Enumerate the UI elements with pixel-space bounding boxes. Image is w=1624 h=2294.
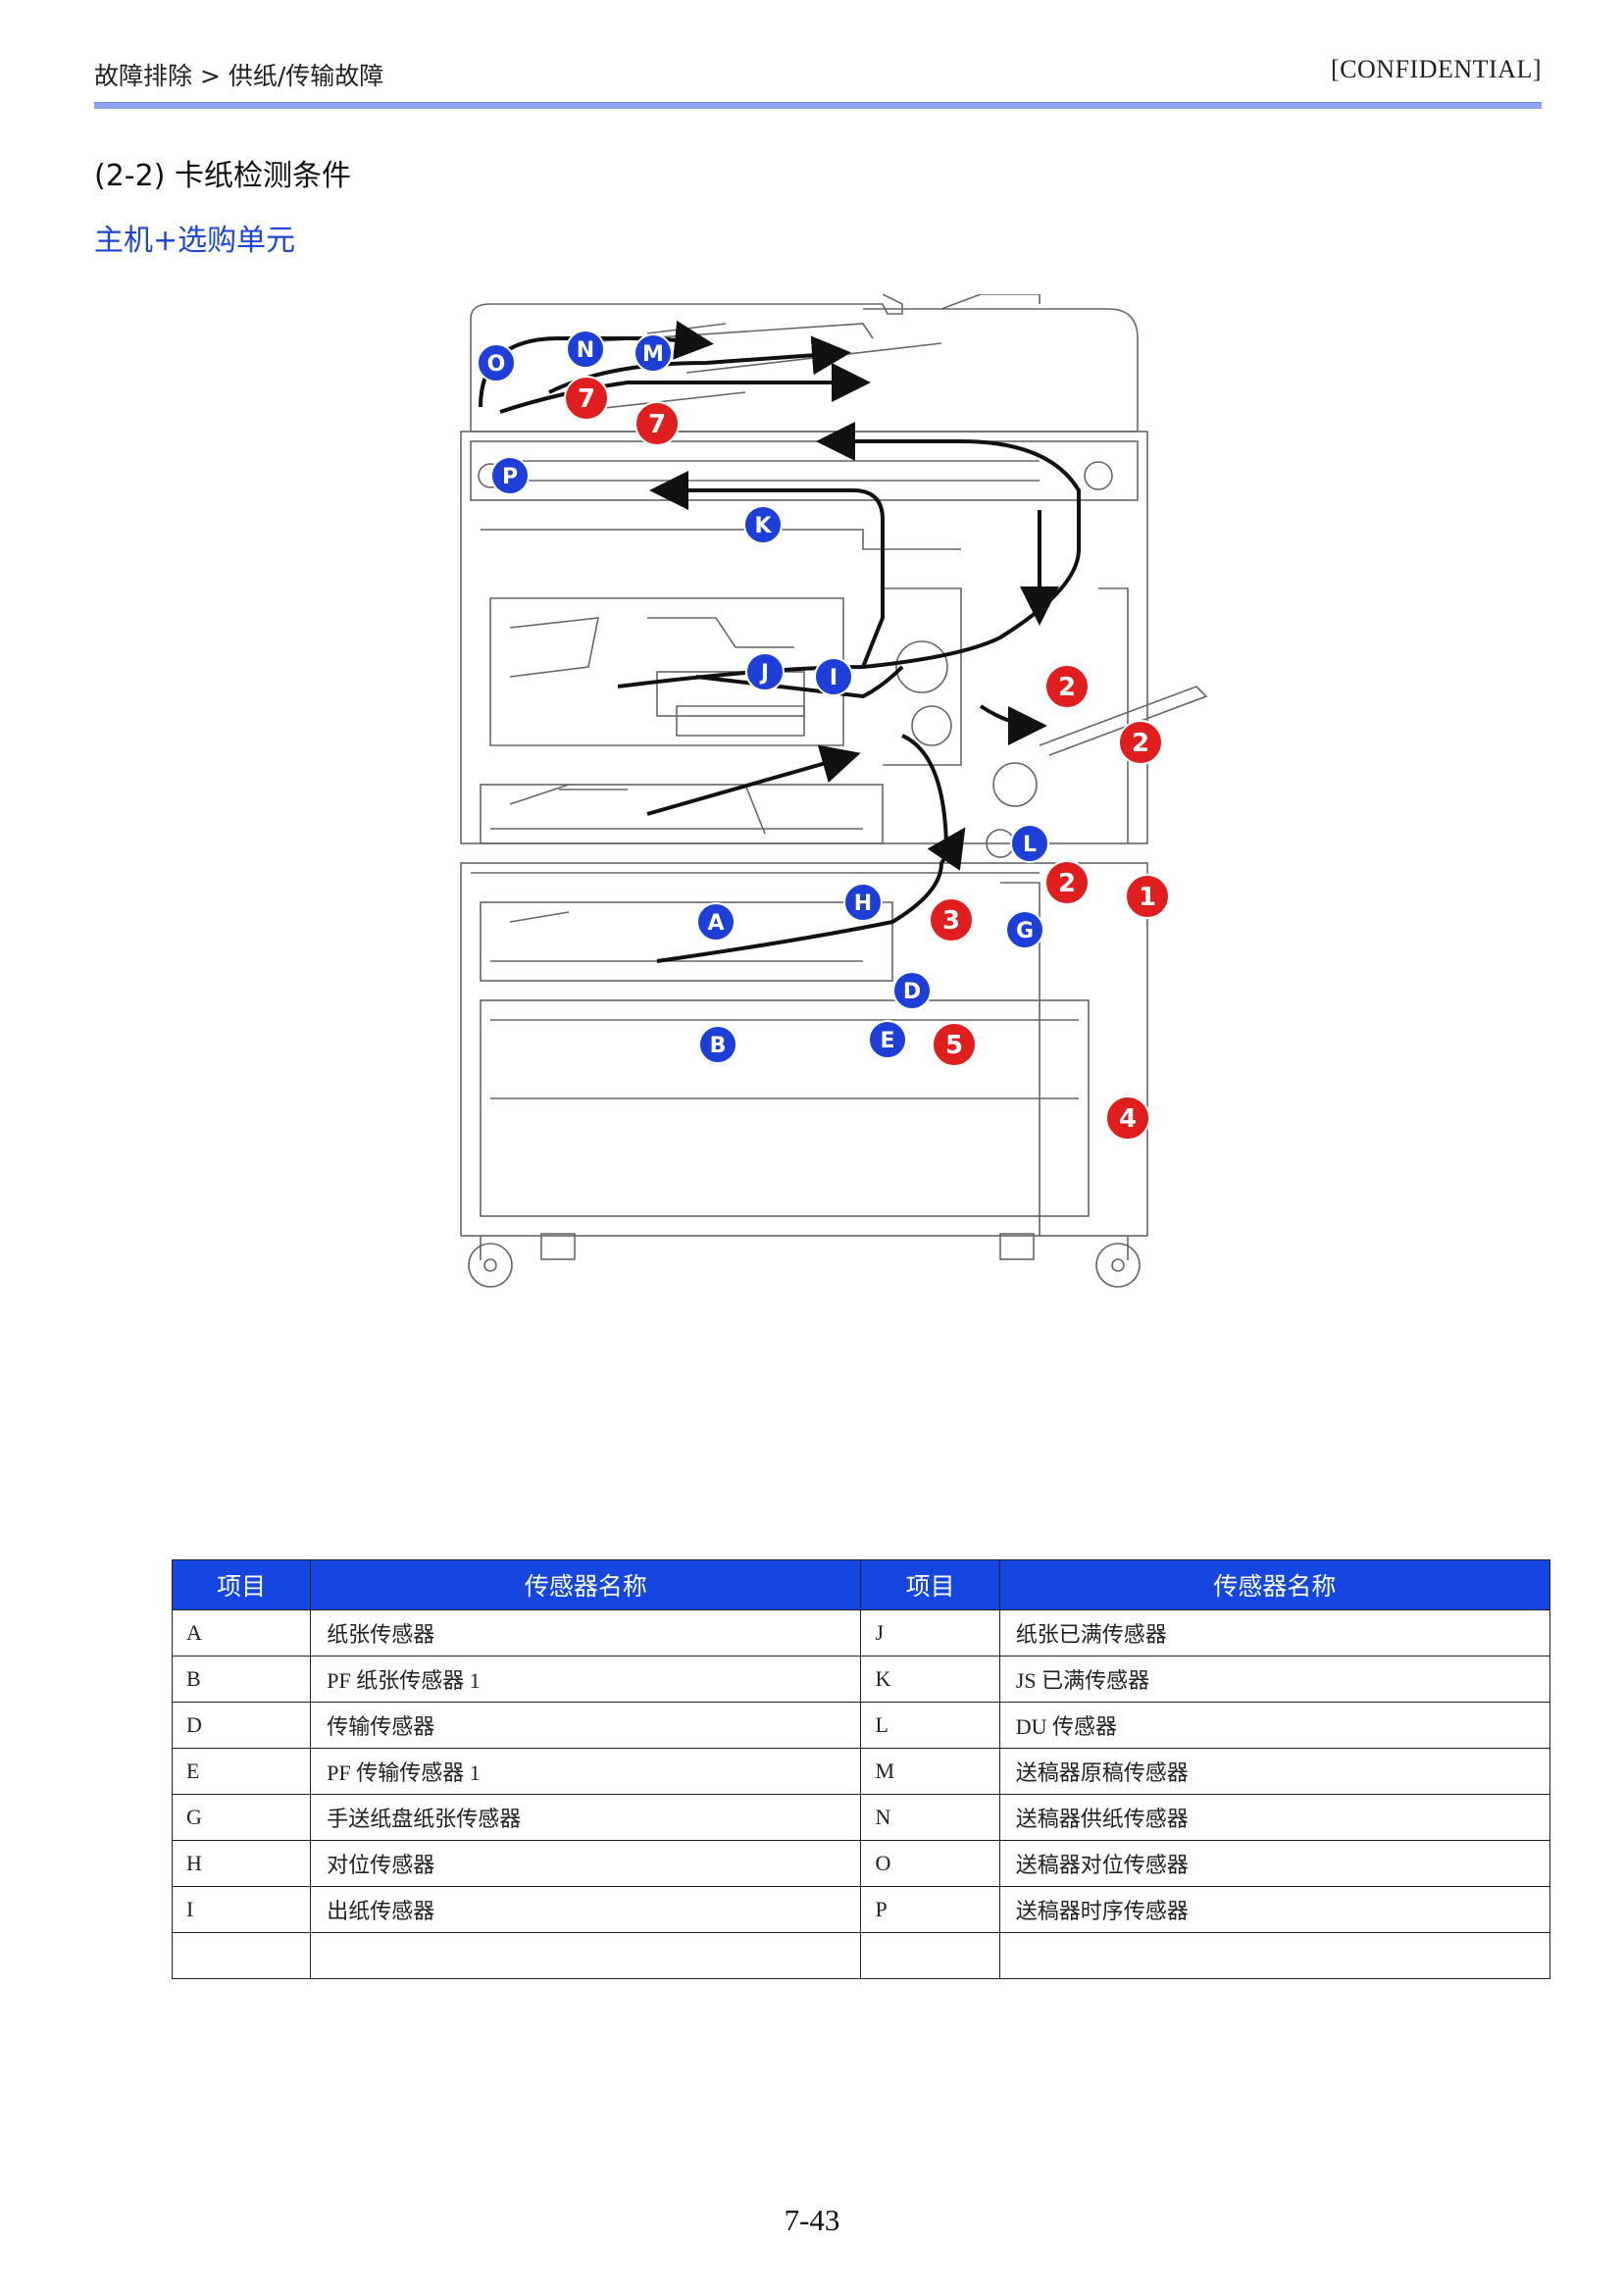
subsection-title: 主机+选购单元 [94,224,296,258]
sensor-marker: K [754,514,772,538]
sensor-name-cell: 传输传感器 [310,1702,862,1749]
page-number: 7-43 [784,2203,840,2237]
sensor-name-cell: 送稿器时序传感器 [998,1886,1551,1933]
sensor-marker: O [487,352,506,377]
jam-marker: 2 [1132,729,1149,758]
jam-marker: 7 [648,410,666,439]
sensor-name-cell: JS 已满传感器 [998,1656,1551,1703]
header-divider [94,102,1542,109]
sensor-name-cell: PF 传输传感器 1 [310,1748,862,1795]
sensor-name-cell: 送稿器原稿传感器 [998,1748,1551,1795]
item-cell: K [860,1656,1000,1703]
jam-marker: 4 [1119,1104,1137,1134]
sensor-name-cell: PF 纸张传感器 1 [310,1656,862,1703]
sensor-name-cell: 纸张已满传感器 [998,1609,1551,1657]
section-title: (2-2) 卡纸检测条件 [94,159,351,193]
table-row: I 出纸传感器 P 送稿器时序传感器 [171,1886,1551,1933]
table-row: A 纸张传感器 J 纸张已满传感器 [171,1609,1551,1657]
paper-path-diagram: O N M P K J I L H A G D E B [451,294,1344,1501]
sensor-name-cell [310,1932,862,1979]
item-cell: N [860,1794,1000,1841]
sensor-name-cell: 送稿器供纸传感器 [998,1794,1551,1841]
jam-marker: 1 [1139,883,1156,912]
item-cell: A [171,1609,312,1657]
item-cell [171,1932,312,1979]
sensor-name-cell: 对位传感器 [310,1840,862,1887]
sensor-table: 项目 传感器名称 项目 传感器名称 A 纸张传感器 J 纸张已满传感器 B PF… [171,1559,1551,1979]
table-row: E PF 传输传感器 1 M 送稿器原稿传感器 [171,1748,1551,1795]
item-cell: D [171,1702,312,1749]
sensor-marker: M [642,342,664,367]
table-row: B PF 纸张传感器 1 K JS 已满传感器 [171,1656,1551,1703]
jam-marker: 2 [1058,869,1076,898]
item-cell: G [171,1794,312,1841]
column-header: 项目 [860,1559,1000,1610]
jam-marker: 5 [945,1031,963,1060]
column-header: 传感器名称 [310,1559,862,1610]
item-cell: E [171,1748,312,1795]
sensor-marker: G [1016,919,1034,943]
sensor-name-cell [998,1932,1551,1979]
sensor-marker: I [830,666,837,690]
table-row: G 手送纸盘纸张传感器 N 送稿器供纸传感器 [171,1794,1551,1841]
item-cell: O [860,1840,1000,1887]
sensor-marker: L [1023,833,1037,857]
jam-marker: 3 [942,906,960,936]
confidential-label: [CONFIDENTIAL] [1331,55,1542,83]
item-cell: M [860,1748,1000,1795]
sensor-marker: P [502,465,518,489]
item-cell: B [171,1656,312,1703]
sensor-marker: N [577,338,594,363]
item-cell: H [171,1840,312,1887]
machine-cross-section: O N M P K J I L H A G D E B [460,294,1208,1288]
item-cell: P [860,1886,1000,1933]
sensor-name-cell: 手送纸盘纸张传感器 [310,1794,862,1841]
jam-marker: 7 [578,384,595,414]
sensor-name-cell: 送稿器对位传感器 [998,1840,1551,1887]
column-header: 项目 [171,1559,312,1610]
column-header: 传感器名称 [998,1559,1551,1610]
sensor-name-cell: 纸张传感器 [310,1609,862,1657]
table-row: D 传输传感器 L DU 传感器 [171,1702,1551,1749]
item-cell: J [860,1609,1000,1657]
sensor-marker: J [759,661,769,686]
sensor-marker: H [854,892,872,916]
item-cell [860,1932,1000,1979]
sensor-marker: B [710,1034,727,1058]
sensor-marker: A [707,911,724,936]
item-cell: L [860,1702,1000,1749]
item-cell: I [171,1886,312,1933]
sensor-name-cell: 出纸传感器 [310,1886,862,1933]
table-header-row: 项目 传感器名称 项目 传感器名称 [171,1559,1551,1610]
breadcrumb: 故障排除 > 供纸/传输故障 [94,62,384,90]
jam-marker: 2 [1058,673,1076,702]
sensor-marker: D [903,980,921,1004]
sensor-marker: E [880,1029,894,1053]
sensor-name-cell: DU 传感器 [998,1702,1551,1749]
table-row: H 对位传感器 O 送稿器对位传感器 [171,1840,1551,1887]
table-row [171,1932,1551,1979]
